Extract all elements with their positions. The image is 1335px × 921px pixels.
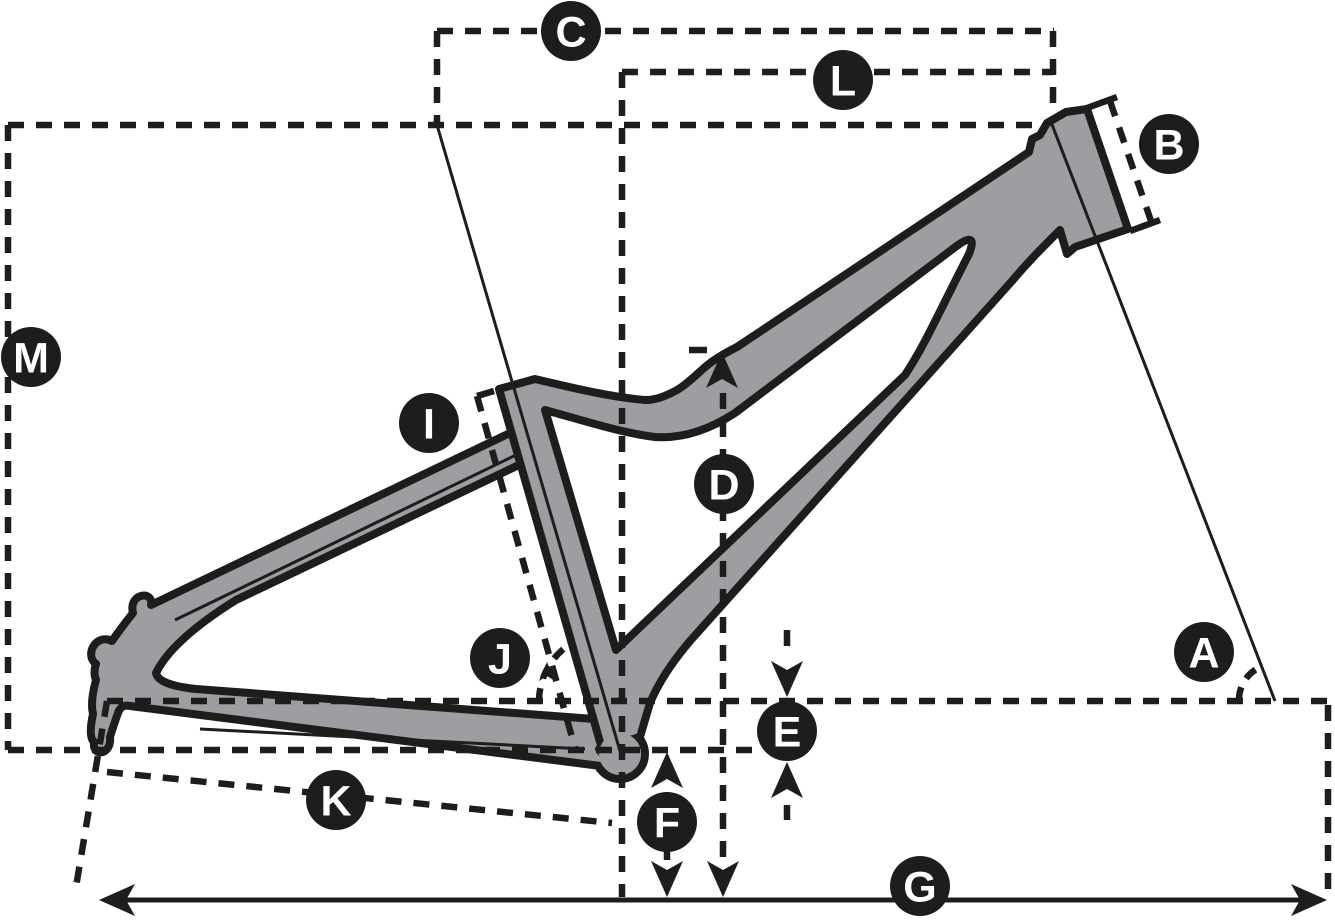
badge-circle-B xyxy=(1139,114,1199,174)
steering-axis-line xyxy=(1049,121,1277,702)
measurement-badge-K: K xyxy=(306,770,366,830)
measurement-badges: C L B M I D A J E K F G xyxy=(1,1,1234,916)
i-line xyxy=(473,395,579,749)
d-top-arrow xyxy=(706,352,738,388)
i-top-cap xyxy=(476,387,495,400)
badge-letter-M: M xyxy=(13,335,49,383)
front-triangle xyxy=(495,105,1132,760)
badge-circle-D xyxy=(694,454,754,514)
b-top-cap xyxy=(1085,93,1119,112)
e-down-arrow xyxy=(771,661,803,697)
measurement-badge-E: E xyxy=(757,701,817,761)
badge-letter-K: K xyxy=(320,778,351,826)
badge-circle-F xyxy=(637,792,697,852)
f-up-arrow xyxy=(651,752,683,788)
f-down-arrow xyxy=(651,861,683,897)
measurement-badge-G: G xyxy=(890,856,950,916)
badge-letter-L: L xyxy=(830,58,856,106)
badge-letter-G: G xyxy=(903,864,936,912)
bike-frame xyxy=(86,105,1277,783)
chain-stay-inner-line xyxy=(199,727,586,751)
measurement-badge-F: F xyxy=(637,792,697,852)
badge-circle-E xyxy=(757,701,817,761)
badge-letter-C: C xyxy=(555,9,586,57)
badge-letter-I: I xyxy=(423,401,435,449)
j-arrow xyxy=(539,662,555,681)
measurement-badge-B: B xyxy=(1139,114,1199,174)
badge-circle-M xyxy=(1,327,61,387)
badge-letter-F: F xyxy=(654,800,680,848)
badge-circle-K xyxy=(306,770,366,830)
measurement-badge-L: L xyxy=(813,50,873,110)
seat-tube-axis-line xyxy=(435,124,622,752)
badge-circle-L xyxy=(813,50,873,110)
measurement-badge-C: C xyxy=(541,1,601,61)
badge-circle-C xyxy=(541,1,601,61)
measurement-arrows xyxy=(99,352,1327,916)
badge-circle-I xyxy=(399,393,459,453)
b-bottom-cap xyxy=(1128,216,1162,235)
g-right-arrow xyxy=(1291,884,1327,916)
measurement-badge-J: J xyxy=(470,628,530,688)
measurement-badge-D: D xyxy=(694,454,754,514)
measurement-badge-M: M xyxy=(1,327,61,387)
g-left-arrow xyxy=(99,884,135,916)
measurement-badge-I: I xyxy=(399,393,459,453)
badge-letter-J: J xyxy=(488,636,512,684)
k-connector xyxy=(71,700,111,894)
badge-letter-B: B xyxy=(1153,122,1184,170)
e-up-arrow xyxy=(771,762,803,798)
badge-circle-J xyxy=(470,628,530,688)
badge-circle-G xyxy=(890,856,950,916)
badge-letter-E: E xyxy=(773,709,802,757)
badge-letter-A: A xyxy=(1188,630,1219,678)
measurement-badge-A: A xyxy=(1174,622,1234,682)
badge-letter-D: D xyxy=(708,462,739,510)
badge-circle-A xyxy=(1174,622,1234,682)
seat-stay-inner-line xyxy=(174,453,517,622)
a-arc xyxy=(1235,662,1265,701)
d-bottom-arrow xyxy=(707,861,739,897)
b-offset-line xyxy=(1106,99,1155,223)
